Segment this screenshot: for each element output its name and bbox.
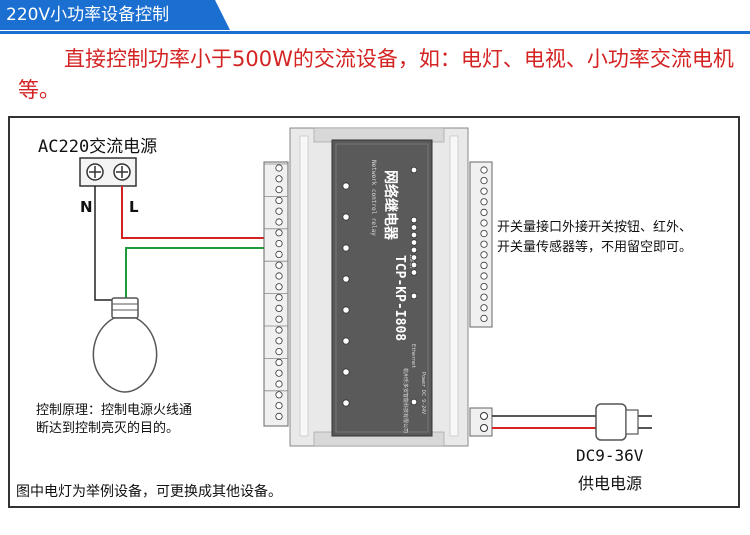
device-title: 网络继电器 (382, 170, 399, 241)
terminal-screw (480, 282, 488, 291)
device-ethernet-label: Ethernet (410, 344, 416, 368)
terminal-screw (480, 272, 488, 280)
device-company: 杭州乐多安智能科技有限公司 (402, 368, 409, 433)
description-text: 直接控制功率小于500W的交流设备，如：电灯、电视、小功率交流电机等。 (18, 47, 734, 102)
relay-output-terminals (263, 161, 289, 427)
switch-note-line1: 开关量接口外接开关按钮、红外、 (497, 220, 693, 235)
header-underline (0, 31, 750, 34)
dc-power-label: 供电电源 (578, 474, 643, 493)
terminal-screw (275, 391, 283, 399)
dc-power-plug-icon (595, 403, 652, 441)
terminal-screw (480, 251, 488, 259)
ac-source-label: AC220交流电源 (38, 137, 158, 157)
terminal-screw (275, 175, 283, 183)
terminal-screw (275, 283, 283, 291)
power-terminal-block (469, 407, 493, 437)
principle-line1: 控制原理：控制电源火线通 (36, 403, 193, 418)
terminal-screw (480, 240, 488, 248)
terminal-screw (275, 240, 283, 248)
input-status-led (410, 261, 418, 269)
power-led (410, 166, 418, 174)
terminal-screw (275, 272, 283, 280)
terminal-screw (275, 229, 283, 237)
terminal-screw (480, 219, 488, 227)
terminal-screw (275, 369, 283, 377)
terminal-screw (275, 358, 283, 366)
relay-status-led (342, 244, 350, 252)
power-terminal-plus (480, 412, 488, 420)
device-subtitle: Network control relay (370, 160, 377, 236)
relay-status-led (342, 399, 350, 407)
live-label: L (129, 198, 139, 216)
terminal-screw (275, 401, 283, 410)
terminal-screw (480, 208, 488, 216)
neutral-label: N (80, 198, 93, 216)
terminal-screw (480, 187, 488, 195)
input-status-led (410, 246, 418, 254)
input-status-led (410, 239, 418, 246)
network-led (410, 292, 418, 300)
switch-note-line2: 开关量传感器等，不用留空即可。 (497, 240, 693, 255)
light-bulb-icon (92, 297, 158, 393)
relay-status-led (342, 213, 350, 221)
terminal-screw (275, 186, 283, 194)
terminal-screw (275, 304, 283, 312)
header-title: 220V小功率设备控制 (6, 5, 170, 25)
terminal-screw (480, 261, 488, 269)
wiring-diagram-frame (8, 116, 740, 508)
footer-note: 图中电灯为举例设备，可更换成其他设备。 (16, 484, 282, 500)
dc-voltage-label: DC9-36V (576, 446, 644, 465)
live-wire-to-relay (121, 186, 276, 239)
terminal-screw (480, 230, 488, 238)
terminal-screw (275, 250, 283, 258)
terminal-screw (480, 314, 488, 322)
terminal-screw (275, 337, 283, 345)
switched-wire-to-lamp (125, 247, 276, 300)
terminal-screw (480, 166, 488, 174)
terminal-screw (275, 380, 283, 388)
relay-status-led (342, 275, 350, 283)
device-power-label: Power DC 9-24V (420, 372, 426, 414)
terminal-screw (480, 198, 488, 206)
input-terminals (469, 161, 493, 437)
device-model: TCP-KP-I808 (392, 255, 407, 341)
relay-status-led (342, 337, 350, 345)
terminal-screw (275, 207, 283, 215)
live-terminal-icon (113, 163, 131, 181)
neutral-wire (94, 186, 112, 301)
terminal-screw (275, 164, 283, 172)
input-status-led (410, 269, 418, 276)
input-status-led (410, 216, 418, 224)
device-input-label: INPUT (408, 254, 414, 269)
header-tab (0, 0, 230, 30)
terminal-screw (275, 315, 283, 323)
input-status-led (410, 231, 418, 239)
neutral-terminal-icon (86, 163, 104, 181)
input-status-led (410, 254, 418, 261)
section-header: 220V小功率设备控制 (0, 0, 750, 36)
terminal-screw (275, 412, 283, 420)
terminal-screw (275, 293, 283, 302)
dc-led (410, 398, 418, 406)
power-terminal-minus (480, 424, 488, 432)
relay-status-led (342, 368, 350, 376)
network-relay-device (289, 127, 469, 447)
terminal-screw (275, 218, 283, 226)
input-status-led (410, 224, 418, 231)
terminal-screw (275, 347, 283, 356)
relay-status-led (342, 306, 350, 314)
terminal-screw (480, 293, 488, 301)
terminal-screw (480, 304, 488, 312)
terminal-screw (275, 326, 283, 334)
terminal-screw (480, 177, 488, 185)
terminal-screw (275, 196, 283, 204)
principle-line2: 断达到控制亮灭的目的。 (36, 421, 180, 436)
terminal-screw (275, 261, 283, 269)
relay-status-led (342, 182, 350, 190)
